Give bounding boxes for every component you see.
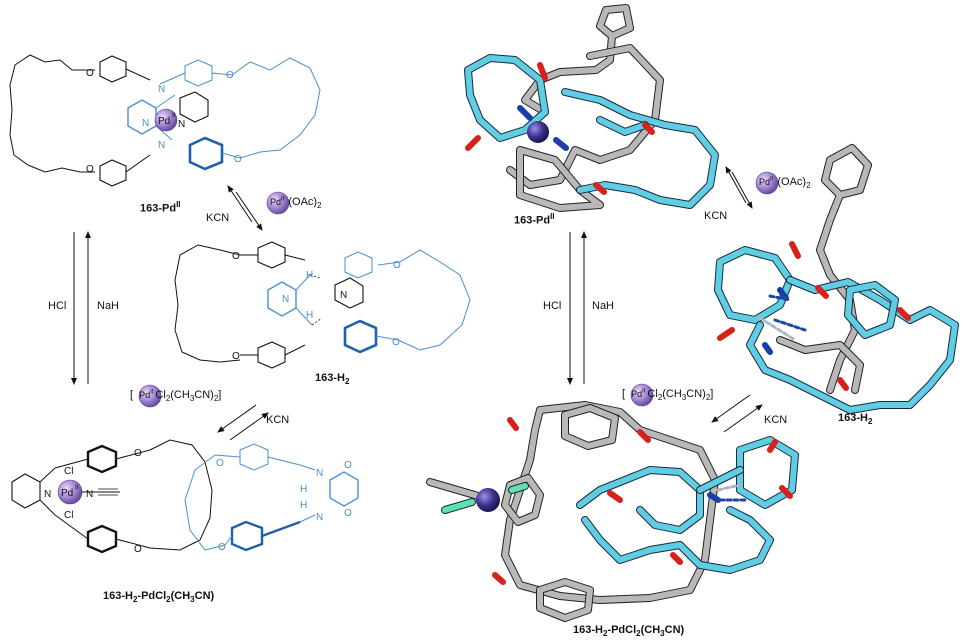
atom-n: N: [316, 468, 323, 479]
pd-reagent-sphere: [630, 383, 654, 407]
structure-163-pd-2d: Pd II O O O O N N N N: [9, 54, 321, 187]
atom-h: H: [306, 310, 313, 321]
atom-n: N: [158, 84, 165, 95]
atom-o: O: [344, 508, 352, 519]
label-163-h2-pdcl2-3d: 163-H2-PdCl2(CH3CN): [573, 624, 685, 639]
atom-o: O: [86, 68, 94, 79]
atom-n: N: [316, 512, 323, 523]
atom-o: O: [232, 351, 240, 362]
reagent-pd-oac-left: PdII(OAc)2: [270, 196, 322, 211]
structure-163-h2-pdcl2-2d: Pd II N Cl Cl N N N H H O O: [11, 439, 359, 555]
reagent-pd-oac-right: PdII(OAc)2: [759, 176, 811, 191]
atom-o: O: [218, 542, 226, 553]
atom-h: H: [306, 270, 313, 281]
arrows-right: [567, 166, 763, 433]
label-163-pd: 163-PdII: [140, 200, 181, 215]
model-163-pd-3d: [464, 4, 719, 212]
atom-n: N: [44, 489, 51, 500]
atom-cl: Cl: [64, 510, 73, 521]
atom-o: O: [392, 337, 400, 348]
atom-o: O: [134, 448, 142, 459]
atom-pd-label: Pd: [61, 488, 73, 499]
atom-o: O: [393, 260, 401, 271]
atom-o: O: [134, 544, 142, 555]
model-163-h2-pdcl2-3d: [426, 401, 799, 622]
reagent-hcl-left: HCl: [48, 300, 67, 312]
pd-reagent-sphere: [755, 171, 779, 195]
atom-o: O: [344, 460, 352, 471]
pd-reagent-sphere: [266, 191, 290, 215]
label-163-h2-3d: 163-H2: [838, 412, 873, 427]
atom-pd-label: Pd: [158, 116, 170, 127]
atom-n: N: [142, 118, 149, 129]
reagent-kcn-right-bottom: KCN: [764, 414, 788, 426]
atom-o: O: [226, 70, 234, 81]
pd-reagent-sphere: [138, 384, 162, 408]
reagent-hcl-right: HCl: [543, 300, 562, 312]
label-163-h2: 163-H2: [315, 372, 350, 387]
atom-o: O: [86, 164, 94, 175]
reagent-nah-left: NaH: [97, 300, 120, 312]
atom-n: N: [158, 140, 165, 151]
structure-163-h2-2d: O O O O N H H N: [174, 241, 471, 369]
atom-cl: Cl: [64, 466, 73, 477]
atom-h: H: [300, 484, 307, 495]
atom-pd-sup: II: [75, 485, 79, 491]
reagent-kcn-left-bottom: KCN: [266, 414, 290, 426]
atom-n: N: [178, 119, 185, 130]
atom-pd-sup: II: [172, 113, 176, 119]
atom-o: O: [232, 251, 240, 262]
model-163-h2-3d: [714, 144, 959, 414]
atom-n: N: [86, 489, 93, 500]
reagent-nah-right: NaH: [592, 300, 615, 312]
reagent-kcn-right-top: KCN: [704, 210, 728, 222]
atom-o: O: [216, 458, 224, 469]
atom-n: N: [282, 294, 289, 305]
label-163-pd-3d: 163-PdII: [514, 212, 555, 227]
reagent-kcn-left-top: KCN: [206, 212, 230, 224]
atom-h: H: [300, 500, 307, 511]
label-163-h2-pdcl2: 163-H2-PdCl2(CH3CN): [103, 590, 215, 605]
atom-o: O: [234, 154, 242, 165]
atom-n: N: [340, 290, 347, 301]
arrows-left: [71, 185, 269, 441]
